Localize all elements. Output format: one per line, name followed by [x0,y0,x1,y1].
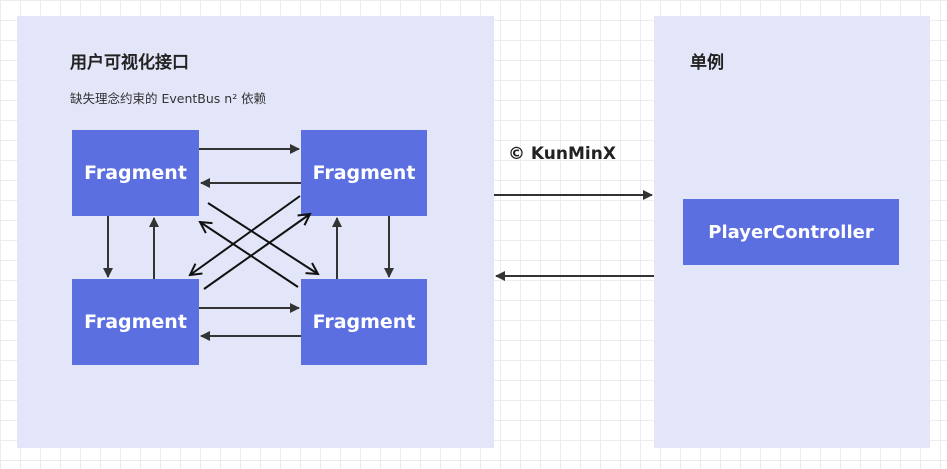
arrow-tr-to-bl [190,195,301,275]
arrow-br-to-tl [200,222,299,288]
fragment-top-left: Fragment [72,130,199,216]
fragment-bottom-left: Fragment [72,279,199,365]
player-controller-box: PlayerController [683,199,899,265]
watermark: © KunMinX [508,144,616,164]
right-panel-title: 单例 [690,53,724,73]
arrow-bl-to-tr [203,214,310,290]
fragment-bottom-right: Fragment [301,279,427,365]
left-panel-subtitle: 缺失理念约束的 EventBus n² 依赖 [70,91,267,106]
fragment-top-right: Fragment [301,130,427,216]
left-panel [17,16,494,448]
arrow-tl-to-br [207,202,318,274]
left-panel-title: 用户可视化接口 [70,53,189,73]
